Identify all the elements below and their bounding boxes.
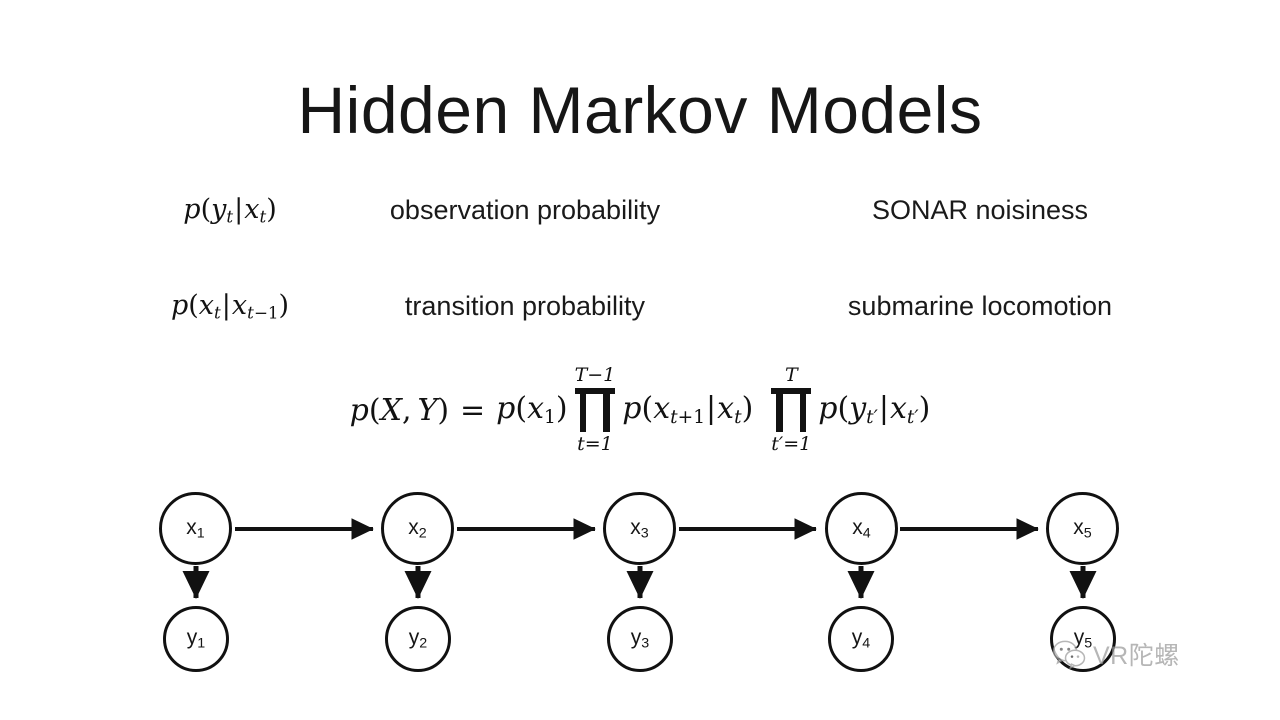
hmm-node-x3[interactable]: x3 xyxy=(603,492,676,565)
joint-factorization-formula: p(X, Y) = p(x1) T−1 t=1 p(xt+1|xt) T t′=… xyxy=(0,356,1280,464)
product-operator-transitions: T−1 t=1 xyxy=(575,365,616,455)
wechat-bubbles-icon xyxy=(1052,640,1086,669)
product-pi-icon xyxy=(771,388,812,432)
formula-lhs: p(X, Y) xyxy=(349,392,450,428)
hmm-node-x1-label: x1 xyxy=(186,515,205,542)
hmm-node-x3-label: x3 xyxy=(630,515,649,542)
definition-meaning-transition: submarine locomotion xyxy=(847,291,1113,321)
hmm-node-y1[interactable]: y1 xyxy=(163,606,229,672)
hmm-node-x2-label: x2 xyxy=(408,515,427,542)
product-1-lower-limit: t=1 xyxy=(577,433,613,455)
definition-row-transition: p(xt|xt−1) transition probability submar… xyxy=(0,284,1280,328)
watermark: VR陀螺 xyxy=(1052,636,1180,672)
hmm-node-x5[interactable]: x5 xyxy=(1046,492,1119,565)
hmm-node-y1-label: y1 xyxy=(186,626,206,652)
product-pi-icon xyxy=(574,388,615,432)
definition-row-observation: p(yt|xt) observation probability SONAR n… xyxy=(0,188,1280,232)
formula-observation-probability: p(yt|xt) xyxy=(183,194,277,227)
hmm-node-y3[interactable]: y3 xyxy=(607,606,673,672)
formula-transition-probability: p(xt|xt−1) xyxy=(170,290,290,323)
hmm-node-y5-label: y5 xyxy=(1073,626,1093,652)
hmm-node-x1[interactable]: x1 xyxy=(159,492,232,565)
hmm-node-y2[interactable]: y2 xyxy=(385,606,451,672)
definition-term-transition: transition probability xyxy=(404,291,646,321)
formula-transition-factor: p(xt+1|xt) xyxy=(622,391,754,429)
hmm-node-x5-label: x5 xyxy=(1073,515,1092,542)
hmm-node-y3-label: y3 xyxy=(630,626,650,652)
hmm-node-x4-label: x4 xyxy=(852,515,871,542)
hmm-node-x2[interactable]: x2 xyxy=(381,492,454,565)
hmm-node-y4-label: y4 xyxy=(851,626,871,652)
product-2-upper-limit: T xyxy=(784,364,798,387)
watermark-text: VR陀螺 xyxy=(1093,642,1180,670)
product-2-lower-limit: t′=1 xyxy=(771,433,812,455)
emission-edge-group xyxy=(182,566,1097,599)
formula-equals: = xyxy=(460,392,486,428)
definition-meaning-observation: SONAR noisiness xyxy=(871,195,1089,225)
page-title: Hidden Markov Models xyxy=(297,73,983,147)
hmm-node-y4[interactable]: y4 xyxy=(828,606,894,672)
hmm-node-x4[interactable]: x4 xyxy=(825,492,898,565)
product-operator-emissions: T t′=1 xyxy=(771,364,812,455)
hmm-node-y2-label: y2 xyxy=(408,626,428,652)
definition-term-observation: observation probability xyxy=(389,195,661,225)
formula-initial-term: p(x1) xyxy=(496,391,568,429)
product-1-upper-limit: T−1 xyxy=(574,364,616,387)
formula-emission-factor: p(yt′|xt′) xyxy=(818,391,931,429)
